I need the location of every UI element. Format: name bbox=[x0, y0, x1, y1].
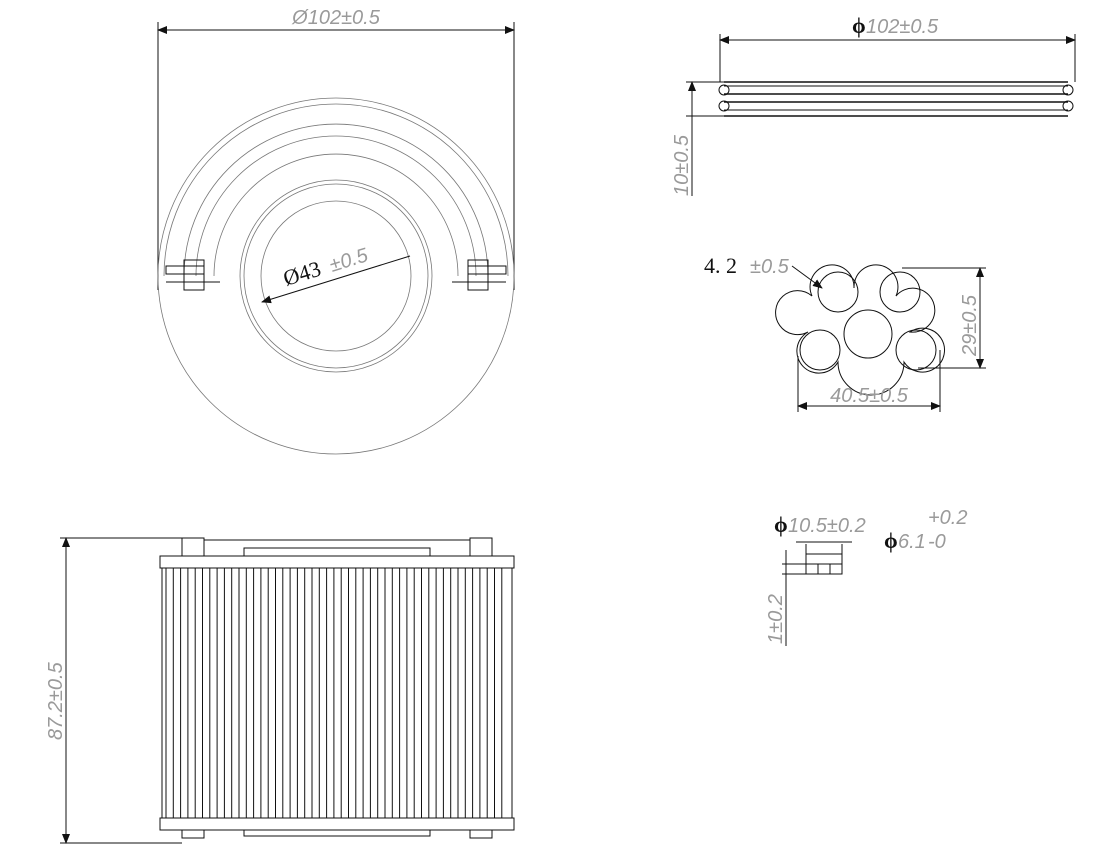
front-bottom-inner-band bbox=[243, 829, 431, 837]
front-top-right-fitting bbox=[469, 537, 493, 557]
right-tube-end bbox=[452, 259, 507, 291]
side-diameter-symbol: ϕ bbox=[852, 13, 866, 38]
front-bottom-left-fitting bbox=[181, 829, 205, 839]
profile-hole-tol: ±0.5 bbox=[750, 256, 790, 278]
tube-outer-value: 10.5±0.2 bbox=[788, 515, 866, 537]
inner-diameter-leader bbox=[261, 255, 411, 304]
thickness-label: 10±0.5 bbox=[671, 134, 693, 196]
tube-detail-view: ϕ 10.5±0.2 ϕ 6.1 +0.2 -0 1±0.2 bbox=[765, 507, 967, 646]
profile-hole-leader bbox=[791, 265, 823, 289]
top-view: Ø102±0.5 Ø43 ±0.5 bbox=[157, 7, 515, 455]
inner-hole-outer-circle bbox=[239, 179, 433, 373]
plate-right-tube-bottom bbox=[1062, 100, 1074, 112]
profile-outline bbox=[775, 264, 945, 396]
side-diameter-value: 102±0.5 bbox=[866, 16, 939, 38]
tube-arc-2 bbox=[183, 123, 489, 277]
front-view: 87.2±0.5 bbox=[45, 537, 515, 844]
outer-ring-circle bbox=[157, 97, 515, 455]
tube-arc-1 bbox=[163, 103, 509, 277]
inner-diameter-label: Ø43 bbox=[280, 256, 324, 291]
tube-inner-value: 6.1 bbox=[898, 531, 926, 553]
tube-section-rect bbox=[805, 563, 843, 575]
front-top-inner-band bbox=[243, 547, 431, 557]
front-bottom-plate bbox=[159, 817, 515, 831]
tube-profile-view: 4. 2 ±0.5 29±0.5 40.5±0.5 bbox=[704, 253, 986, 412]
tube-wall-label: 1±0.2 bbox=[765, 594, 787, 644]
inner-hole-inner-circle bbox=[243, 183, 429, 369]
profile-tube-bottom-left bbox=[799, 329, 841, 371]
tube-inner-symbol: ϕ bbox=[884, 528, 898, 553]
left-tube-end bbox=[165, 259, 220, 291]
plate-right-tube-top bbox=[1062, 84, 1074, 96]
front-top-plate bbox=[159, 555, 515, 569]
tube-outer-symbol: ϕ bbox=[774, 512, 788, 537]
front-height-label: 87.2±0.5 bbox=[45, 661, 67, 740]
tube-inner-tol-lower: -0 bbox=[928, 531, 946, 553]
profile-hole-label: 4. 2 bbox=[704, 253, 737, 278]
profile-tube-top-right bbox=[879, 271, 921, 313]
front-bottom-right-fitting bbox=[469, 829, 493, 839]
tube-inner-tol-upper: +0.2 bbox=[928, 507, 967, 529]
outer-diameter-label: Ø102±0.5 bbox=[291, 7, 381, 29]
front-fin-core bbox=[161, 567, 513, 819]
thin-side-view: ϕ 102±0.5 10±0.5 bbox=[671, 13, 1076, 196]
front-fins bbox=[165, 568, 503, 818]
tube-arc-4 bbox=[213, 153, 459, 277]
plate-left-tube-bottom bbox=[718, 100, 730, 112]
profile-width-label: 40.5±0.5 bbox=[830, 385, 909, 407]
inner-core-circle bbox=[260, 200, 412, 352]
plate-left-tube-top bbox=[718, 84, 730, 96]
profile-tube-bottom-right bbox=[895, 329, 937, 371]
inner-diameter-tol: ±0.5 bbox=[327, 244, 371, 277]
profile-tube-center bbox=[843, 309, 893, 359]
front-top-left-fitting bbox=[181, 537, 205, 557]
tube-arc-3 bbox=[195, 135, 477, 277]
profile-tube-top-left bbox=[817, 271, 859, 313]
profile-height-label: 29±0.5 bbox=[959, 294, 981, 357]
